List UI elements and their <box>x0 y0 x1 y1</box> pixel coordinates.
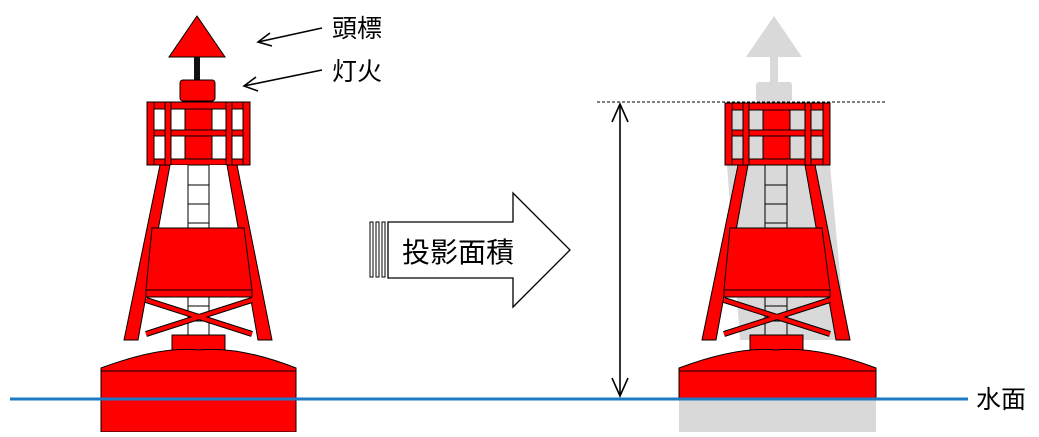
tower-band <box>145 227 253 291</box>
height-arrow <box>611 102 629 398</box>
transform-arrow <box>369 191 571 309</box>
label-projected-area: 投影面積 <box>402 236 514 269</box>
callout-arrows <box>242 27 323 92</box>
topmark-mast <box>194 57 200 80</box>
label-light: 灯火 <box>332 57 382 86</box>
topmark-cone <box>168 15 226 58</box>
buoy-hull <box>100 348 297 433</box>
submerged-hull <box>679 399 876 432</box>
tower-legs <box>123 164 273 341</box>
tower-band-right <box>723 227 831 291</box>
buoy-hull-right <box>678 348 877 400</box>
buoy-projection <box>678 16 877 432</box>
buoy-original <box>100 15 297 433</box>
label-topmark: 頭標 <box>332 14 382 43</box>
topmark-faded <box>746 16 802 57</box>
light-faded <box>756 82 792 102</box>
light-lantern <box>179 79 216 102</box>
lantern-cage <box>146 101 251 166</box>
tower-legs-right <box>701 164 851 341</box>
label-water-surface: 水面 <box>976 385 1026 414</box>
lantern-cage-right <box>724 102 831 166</box>
